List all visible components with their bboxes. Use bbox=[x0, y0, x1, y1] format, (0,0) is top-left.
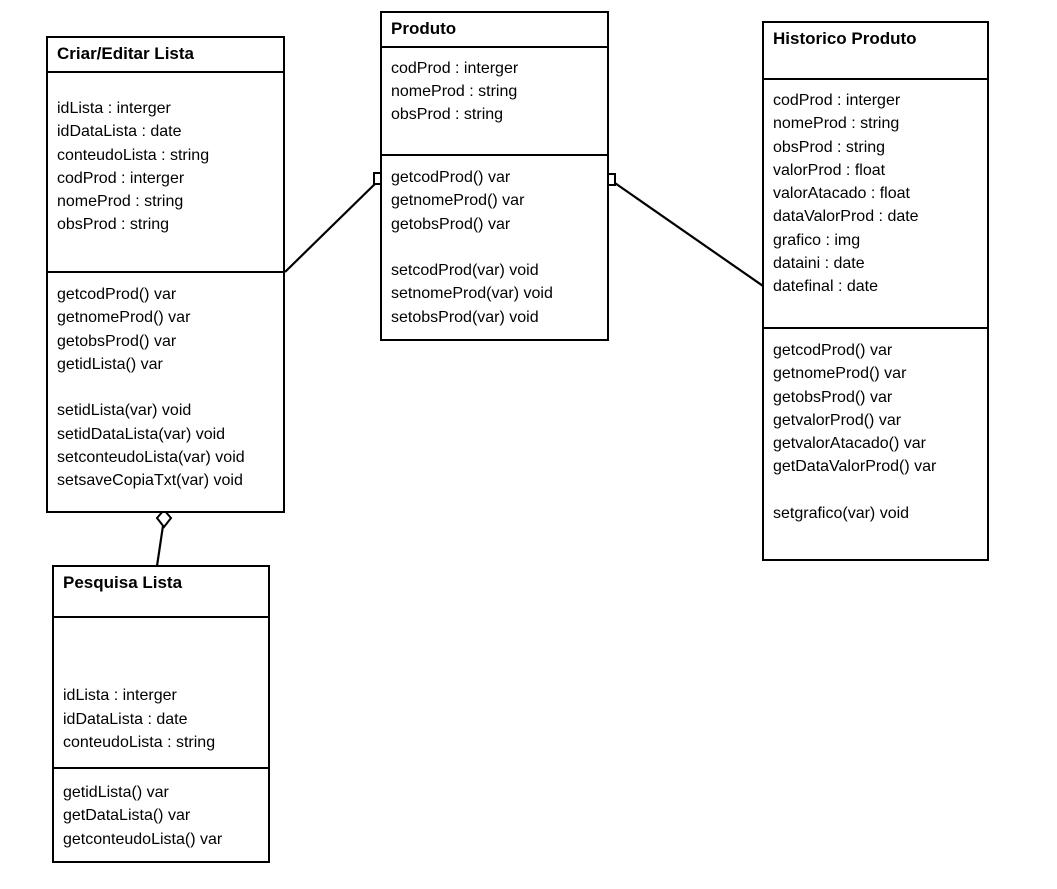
method-row: getnomeProd() var bbox=[57, 309, 191, 327]
method-row: getDataValorProd() var bbox=[773, 458, 937, 476]
attribute-row: valorAtacado : float bbox=[773, 185, 910, 203]
attribute-row: idLista : interger bbox=[63, 687, 177, 705]
attribute-row: idDataLista : date bbox=[57, 123, 182, 141]
connector-produto-historico-produto bbox=[611, 180, 764, 287]
attribute-row: nomeProd : string bbox=[391, 82, 518, 100]
method-row: getnomeProd() var bbox=[773, 365, 907, 383]
attribute-row: dataValorProd : date bbox=[773, 208, 919, 226]
attribute-row: grafico : img bbox=[773, 231, 861, 249]
attribute-row: codProd : interger bbox=[773, 92, 901, 109]
uml-class-criar-editar-lista[interactable]: Criar/Editar Lista idLista : interger id… bbox=[46, 36, 285, 513]
attribute-row: codProd : interger bbox=[57, 169, 185, 187]
class-attributes-produto: codProd : interger nomeProd : string obs… bbox=[382, 48, 607, 156]
method-row: getconteudoLista() var bbox=[63, 830, 223, 848]
method-row: setidDataLista(var) void bbox=[57, 425, 226, 443]
class-methods-historico-produto: getcodProd() var getnomeProd() var getob… bbox=[764, 329, 987, 559]
method-row: getcodProd() var bbox=[773, 342, 893, 359]
class-title-pesquisa-lista: Pesquisa Lista bbox=[54, 567, 268, 619]
class-methods-criar-editar-lista: getcodProd() var getnomeProd() var getob… bbox=[48, 273, 283, 511]
class-attributes-criar-editar-lista: idLista : interger idDataLista : date co… bbox=[48, 73, 283, 273]
class-title-produto: Produto bbox=[382, 13, 607, 48]
method-row: getidLista() var bbox=[63, 784, 169, 802]
uml-class-pesquisa-lista[interactable]: Pesquisa Lista idLista : interger idData… bbox=[52, 565, 270, 863]
attribute-row: conteudoLista : string bbox=[63, 733, 216, 751]
uml-class-historico-produto[interactable]: Historico Produto codProd : interger nom… bbox=[762, 21, 989, 561]
method-row: setsaveCopiaTxt(var) void bbox=[57, 472, 243, 490]
attribute-row: idDataLista : date bbox=[63, 710, 188, 728]
method-row: getDataLista() var bbox=[63, 807, 191, 825]
attribute-row: obsProd : string bbox=[57, 216, 170, 234]
attribute-row: dataini : date bbox=[773, 255, 865, 273]
attribute-row: valorProd : float bbox=[773, 161, 886, 179]
class-methods-produto: getcodProd() var getnomeProd() var getob… bbox=[382, 156, 607, 339]
method-row: getidLista() var bbox=[57, 355, 163, 373]
attribute-row: obsProd : string bbox=[773, 138, 886, 156]
class-title-criar-editar-lista: Criar/Editar Lista bbox=[48, 38, 283, 73]
method-row-spacer bbox=[57, 376, 275, 399]
attribute-row: datefinal : date bbox=[773, 278, 878, 296]
method-row: setnomeProd(var) void bbox=[391, 285, 553, 303]
attribute-row: obsProd : string bbox=[391, 106, 504, 124]
method-row: setobsProd(var) void bbox=[391, 308, 539, 326]
method-row: getcodProd() var bbox=[391, 168, 511, 186]
method-row: getcodProd() var bbox=[57, 286, 177, 303]
method-row: getnomeProd() var bbox=[391, 192, 525, 210]
attribute-row: codProd : interger bbox=[391, 59, 519, 77]
connector-produto-criar-editar-lista bbox=[284, 178, 381, 273]
class-attributes-historico-produto: codProd : interger nomeProd : string obs… bbox=[764, 80, 987, 329]
method-row-spacer bbox=[773, 479, 979, 502]
class-methods-pesquisa-lista: getidLista() var getDataLista() var getc… bbox=[54, 769, 268, 861]
attribute-row: nomeProd : string bbox=[57, 193, 184, 211]
method-row: setgrafico(var) void bbox=[773, 505, 910, 523]
method-row-spacer bbox=[391, 236, 599, 259]
class-attributes-pesquisa-lista: idLista : interger idDataLista : date co… bbox=[54, 618, 268, 770]
method-row: getobsProd() var bbox=[57, 332, 177, 350]
method-row: getobsProd() var bbox=[391, 215, 511, 233]
uml-class-produto[interactable]: Produto codProd : interger nomeProd : st… bbox=[380, 11, 609, 341]
method-row: getvalorAtacado() var bbox=[773, 435, 926, 453]
method-row: getobsProd() var bbox=[773, 388, 893, 406]
method-row: setconteudoLista(var) void bbox=[57, 449, 245, 467]
method-row: getvalorProd() var bbox=[773, 411, 902, 429]
attribute-row: idLista : interger bbox=[57, 100, 171, 117]
attribute-row: nomeProd : string bbox=[773, 115, 900, 133]
connector-criar-editar-lista-pesquisa-lista bbox=[155, 518, 166, 567]
attribute-row: conteudoLista : string bbox=[57, 146, 210, 164]
method-row: setidLista(var) void bbox=[57, 402, 192, 420]
class-title-historico-produto: Historico Produto bbox=[764, 23, 987, 80]
method-row: setcodProd(var) void bbox=[391, 262, 539, 280]
